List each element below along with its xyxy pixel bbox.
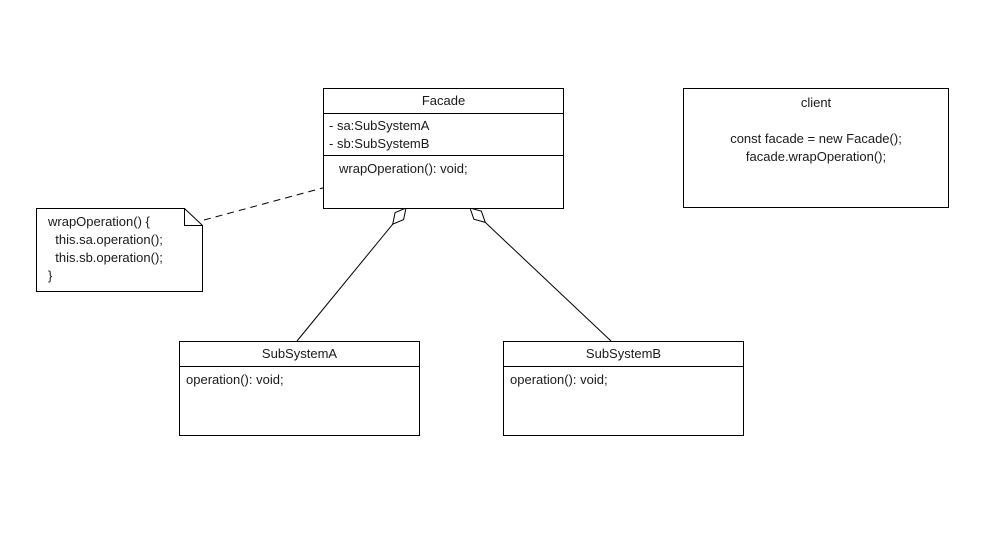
class-subsystemb: SubSystemB operation(): void; <box>503 341 744 436</box>
note-line: } <box>48 268 53 283</box>
class-client: client const facade = new Facade(); faca… <box>683 88 949 208</box>
client-code-line: const facade = new Facade(); <box>730 131 902 146</box>
attribute-sa: - sa:SubSystemA <box>329 118 430 133</box>
class-subsystema-methods: operation(): void; <box>180 367 419 389</box>
class-facade: Facade - sa:SubSystemA - sb:SubSystemB w… <box>323 88 564 209</box>
note-line: this.sa.operation(); <box>48 232 163 247</box>
aggregation-line-subsystemb <box>484 222 612 342</box>
method-wrapoperation: wrapOperation(): void; <box>339 161 468 176</box>
class-facade-methods: wrapOperation(): void; <box>324 156 563 178</box>
class-facade-title: Facade <box>324 89 563 114</box>
aggregation-diamond-subsystemb-icon <box>469 207 487 224</box>
note-anchor-dashed-line <box>203 185 331 221</box>
method-operation: operation(): void; <box>510 372 608 387</box>
note-fold-icon <box>184 208 203 226</box>
class-subsystema-title: SubSystemA <box>180 342 419 367</box>
note-wrapoperation-body: wrapOperation() { this.sa.operation(); t… <box>36 208 202 292</box>
class-client-title: client <box>800 95 832 110</box>
class-subsystemb-title: SubSystemB <box>504 342 743 367</box>
note-line: this.sb.operation(); <box>48 250 163 265</box>
client-code-line: facade.wrapOperation(); <box>745 149 887 164</box>
client-code-block: const facade = new Facade(); facade.wrap… <box>684 130 948 166</box>
method-operation: operation(): void; <box>186 372 284 387</box>
aggregation-line-subsystema <box>296 223 394 342</box>
class-subsystema: SubSystemA operation(): void; <box>179 341 420 436</box>
attribute-sb: - sb:SubSystemB <box>329 136 430 151</box>
note-shape <box>36 208 203 292</box>
class-facade-attributes: - sa:SubSystemA - sb:SubSystemB <box>324 114 563 156</box>
aggregation-diamond-subsystema-icon <box>392 207 407 226</box>
note-line: wrapOperation() { <box>48 214 150 229</box>
class-subsystemb-methods: operation(): void; <box>504 367 743 389</box>
